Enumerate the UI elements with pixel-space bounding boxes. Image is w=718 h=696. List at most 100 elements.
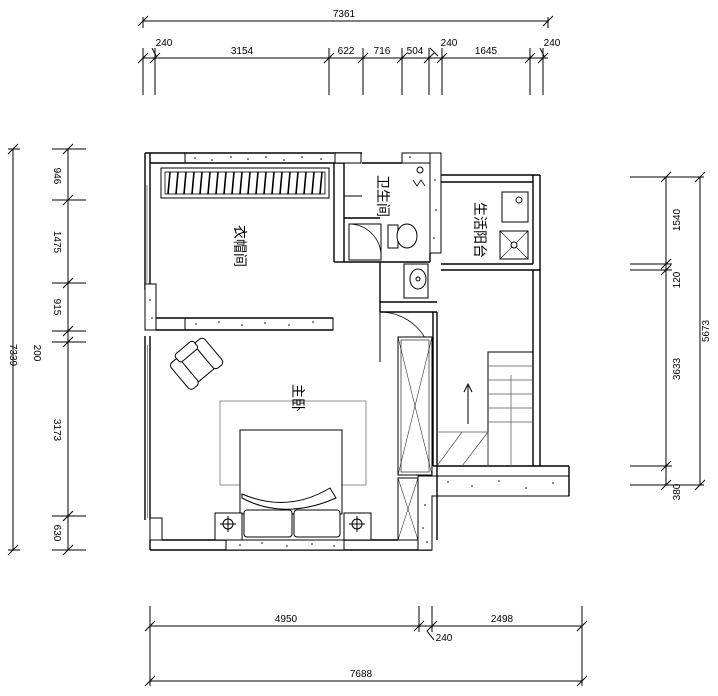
left-segment-label: 915 (51, 299, 62, 316)
speckle (264, 322, 266, 324)
top-segment-label: 240 (156, 38, 173, 49)
speckle (230, 156, 232, 158)
speckle (471, 485, 473, 487)
cabinet-diagonal (397, 336, 433, 476)
speckle (218, 321, 220, 323)
speckle (151, 317, 153, 319)
bottom-total-label: 7688 (350, 669, 373, 680)
balcony-fixtures (499, 191, 529, 260)
bottom-segment-label: 240 (436, 633, 453, 644)
speckle (434, 179, 436, 181)
dim-tick (660, 264, 672, 276)
top-segment-label: 3154 (231, 46, 254, 57)
bottom-segment-label: 2498 (491, 614, 514, 625)
shower-head (416, 166, 424, 174)
speckle (265, 156, 267, 158)
room-label-closet: 衣帽间 (231, 225, 247, 267)
staircase (436, 351, 534, 467)
dim-tick (62, 277, 74, 289)
speckle (422, 527, 424, 529)
wardrobe-inner (164, 171, 326, 195)
left-segment-label: 630 (51, 525, 62, 542)
toilet-tank (387, 224, 399, 249)
wall-segment-hatched (225, 539, 345, 551)
speckle (525, 487, 527, 489)
closet-hanging-rail (160, 167, 330, 199)
cabinet-diagonal (397, 477, 419, 541)
top-total-label: 7361 (333, 9, 356, 20)
speckle (424, 504, 426, 506)
wall-segment-hatched (184, 152, 336, 164)
dim-tick (660, 479, 672, 491)
dim-tick (137, 52, 149, 64)
dim-tick (357, 52, 369, 64)
arrow-head-icon (463, 382, 473, 393)
washing-machine-dial (515, 196, 523, 204)
dim-tick (660, 460, 672, 472)
dim-tick (62, 510, 74, 522)
door-swing (348, 223, 382, 257)
speckle (301, 156, 303, 158)
dim-tick (576, 675, 588, 687)
armchair-back (174, 340, 199, 363)
dim-tick (576, 620, 588, 632)
speckle (283, 159, 285, 161)
dim-tick (660, 258, 672, 270)
speckle (241, 324, 243, 326)
dim-tick (62, 325, 74, 337)
pillow (243, 509, 293, 538)
shower-area (348, 223, 382, 261)
top-segment-label: 622 (338, 46, 355, 57)
dim-tick (426, 620, 438, 632)
speckle (426, 541, 428, 543)
dim-tick (144, 675, 156, 687)
dim-tick (323, 52, 335, 64)
speckle (239, 544, 241, 546)
wall-pillar (149, 517, 163, 541)
dim-tick (694, 479, 706, 491)
top-segment-label: 1645 (475, 46, 498, 57)
speckle (288, 324, 290, 326)
bottom-segment-ticks (144, 606, 588, 687)
washbasin (409, 268, 427, 290)
dim-tick (694, 171, 706, 183)
left-segment-label: 3173 (51, 419, 62, 442)
speckle (433, 237, 435, 239)
toilet-bowl (396, 223, 418, 249)
leader-line (539, 47, 545, 57)
dim-tick (423, 52, 435, 64)
dim-tick (62, 194, 74, 206)
bathroom-fixtures (348, 166, 429, 299)
wall-segment-hatched (401, 152, 431, 164)
dim-tick (149, 52, 161, 64)
speckle (286, 545, 288, 547)
dim-tick (660, 171, 672, 183)
dim-tick (542, 15, 554, 27)
wardrobe-unit (160, 167, 330, 199)
top-segment-label: 504 (407, 46, 424, 57)
speckle (312, 321, 314, 323)
stair-flight (487, 351, 534, 467)
dim-tick (62, 143, 74, 155)
right-total-label: 5673 (701, 319, 712, 342)
top-segment-label: 716 (374, 46, 391, 57)
shower-symbol (412, 179, 426, 187)
armchair-arm (169, 358, 199, 390)
left-segment-label: 946 (51, 168, 62, 185)
right-segment-ticks (630, 171, 706, 491)
bottom-dimension-chain: 4950 240 2498 7688 (144, 606, 588, 687)
speckle (320, 158, 322, 160)
top-segment-label: 240 (441, 38, 458, 49)
dim-tick (62, 336, 74, 348)
wall-segment-hatched (417, 475, 570, 551)
right-dimension-chain: 1540 120 3633 380 5673 (630, 171, 712, 500)
wall-speckles (149, 156, 554, 547)
left-segment-label: 1475 (51, 231, 62, 254)
speckle (498, 480, 500, 482)
speckle (149, 299, 151, 301)
dim-tick (537, 52, 549, 64)
dim-tick (524, 52, 536, 64)
leader-line (151, 47, 157, 57)
